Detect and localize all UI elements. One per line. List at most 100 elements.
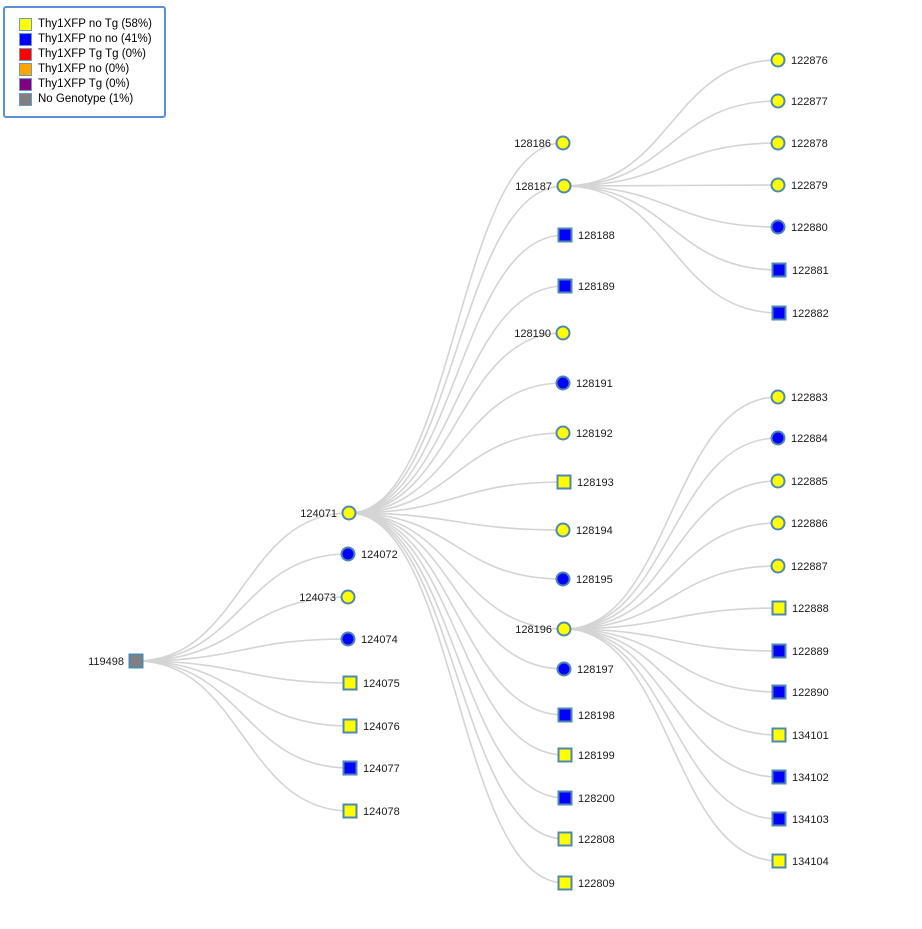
mouse-node-circle-icon[interactable] [555, 325, 571, 341]
mouse-node-square-icon[interactable] [771, 684, 787, 700]
mouse-node-square-icon[interactable] [771, 811, 787, 827]
tree-node[interactable]: 128197 [556, 661, 614, 677]
mouse-node-square-icon[interactable] [771, 727, 787, 743]
mouse-node-circle-icon[interactable] [770, 473, 786, 489]
legend-item-label: No Genotype (1%) [38, 93, 134, 105]
tree-node[interactable]: 128199 [557, 747, 615, 763]
mouse-node-circle-icon[interactable] [340, 589, 356, 605]
tree-node[interactable]: 122882 [771, 305, 829, 321]
tree-node[interactable]: 122809 [557, 875, 615, 891]
mouse-node-circle-icon[interactable] [770, 515, 786, 531]
mouse-node-square-icon[interactable] [557, 278, 573, 294]
tree-node[interactable]: 122879 [770, 177, 828, 193]
mouse-node-square-icon[interactable] [557, 747, 573, 763]
mouse-node-circle-icon[interactable] [770, 430, 786, 446]
mouse-node-square-icon[interactable] [556, 474, 572, 490]
mouse-node-square-icon[interactable] [771, 769, 787, 785]
mouse-node-square-icon[interactable] [557, 875, 573, 891]
mouse-node-square-icon[interactable] [771, 600, 787, 616]
tree-node[interactable]: 122890 [771, 684, 829, 700]
mouse-node-circle-icon[interactable] [555, 425, 571, 441]
tree-node[interactable]: 128196 [515, 621, 572, 637]
tree-node[interactable]: 122883 [770, 389, 828, 405]
tree-node[interactable]: 124073 [299, 589, 356, 605]
tree-node[interactable]: 122878 [770, 135, 828, 151]
mouse-node-square-icon[interactable] [128, 653, 144, 669]
tree-node[interactable]: 128195 [555, 571, 613, 587]
mouse-node-square-icon[interactable] [557, 790, 573, 806]
tree-node[interactable]: 128192 [555, 425, 613, 441]
tree-edge [348, 234, 566, 514]
tree-edge [563, 628, 780, 652]
mouse-node-square-icon[interactable] [557, 831, 573, 847]
tree-node[interactable]: 122887 [770, 558, 828, 574]
tree-node[interactable]: 128191 [555, 375, 613, 391]
tree-node[interactable]: 124077 [342, 760, 400, 776]
tree-node[interactable]: 128193 [556, 474, 614, 490]
tree-node[interactable]: 134104 [771, 853, 829, 869]
tree-node[interactable]: 134102 [771, 769, 829, 785]
mouse-node-square-icon[interactable] [342, 718, 358, 734]
mouse-node-square-icon[interactable] [557, 707, 573, 723]
tree-node[interactable]: 128189 [557, 278, 615, 294]
tree-node[interactable]: 122885 [770, 473, 828, 489]
tree-node[interactable]: 128194 [555, 522, 613, 538]
mouse-node-square-icon[interactable] [342, 803, 358, 819]
legend-item-label: Thy1XFP Tg Tg (0%) [38, 48, 147, 60]
tree-node[interactable]: 122886 [770, 515, 828, 531]
mouse-node-square-icon[interactable] [771, 853, 787, 869]
mouse-node-square-icon[interactable] [771, 643, 787, 659]
tree-nodes: 119498 124071 124072 124073 124074 124075 1240… [88, 52, 829, 891]
tree-node[interactable]: 119498 [88, 653, 144, 669]
mouse-node-circle-icon[interactable] [770, 52, 786, 68]
tree-node[interactable]: 124076 [342, 718, 400, 734]
tree-node[interactable]: 128186 [514, 135, 571, 151]
tree-edge [348, 432, 564, 514]
mouse-node-circle-icon[interactable] [555, 571, 571, 587]
tree-node[interactable]: 124075 [342, 675, 400, 691]
tree-node[interactable]: 122881 [771, 262, 829, 278]
tree-node[interactable]: 128187 [515, 178, 572, 194]
tree-node[interactable]: 128190 [514, 325, 571, 341]
mouse-node-circle-icon[interactable] [340, 631, 356, 647]
mouse-node-square-icon[interactable] [342, 675, 358, 691]
mouse-node-circle-icon[interactable] [556, 178, 572, 194]
tree-node[interactable]: 122884 [770, 430, 828, 446]
tree-node[interactable]: 128200 [557, 790, 615, 806]
tree-node[interactable]: 124072 [340, 546, 398, 562]
mouse-node-circle-icon[interactable] [770, 135, 786, 151]
tree-node[interactable]: 124071 [300, 505, 357, 521]
mouse-node-square-icon[interactable] [557, 227, 573, 243]
mouse-node-circle-icon[interactable] [556, 621, 572, 637]
tree-node[interactable]: 122880 [770, 219, 828, 235]
tree-node[interactable]: 122877 [770, 93, 828, 109]
tree-node[interactable]: 134101 [771, 727, 829, 743]
mouse-node-circle-icon[interactable] [770, 558, 786, 574]
tree-node[interactable]: 134103 [771, 811, 829, 827]
tree-node[interactable]: 122876 [770, 52, 828, 68]
tree-node[interactable]: 122889 [771, 643, 829, 659]
tree-node[interactable]: 128198 [557, 707, 615, 723]
mouse-node-circle-icon[interactable] [341, 505, 357, 521]
mouse-node-circle-icon[interactable] [340, 546, 356, 562]
tree-node[interactable]: 128188 [557, 227, 615, 243]
mouse-node-circle-icon[interactable] [770, 219, 786, 235]
node-id-label: 124074 [361, 634, 398, 646]
tree-edge [348, 512, 566, 716]
mouse-node-circle-icon[interactable] [555, 135, 571, 151]
tree-node[interactable]: 124078 [342, 803, 400, 819]
mouse-node-circle-icon[interactable] [770, 177, 786, 193]
mouse-node-circle-icon[interactable] [555, 522, 571, 538]
tree-node[interactable]: 122808 [557, 831, 615, 847]
tree-edge [563, 628, 780, 778]
mouse-node-circle-icon[interactable] [770, 389, 786, 405]
mouse-node-circle-icon[interactable] [556, 661, 572, 677]
mouse-node-circle-icon[interactable] [770, 93, 786, 109]
mouse-node-circle-icon[interactable] [555, 375, 571, 391]
tree-node[interactable]: 122888 [771, 600, 829, 616]
mouse-node-square-icon[interactable] [771, 305, 787, 321]
mouse-node-square-icon[interactable] [771, 262, 787, 278]
tree-node[interactable]: 124074 [340, 631, 398, 647]
mouse-node-square-icon[interactable] [342, 760, 358, 776]
